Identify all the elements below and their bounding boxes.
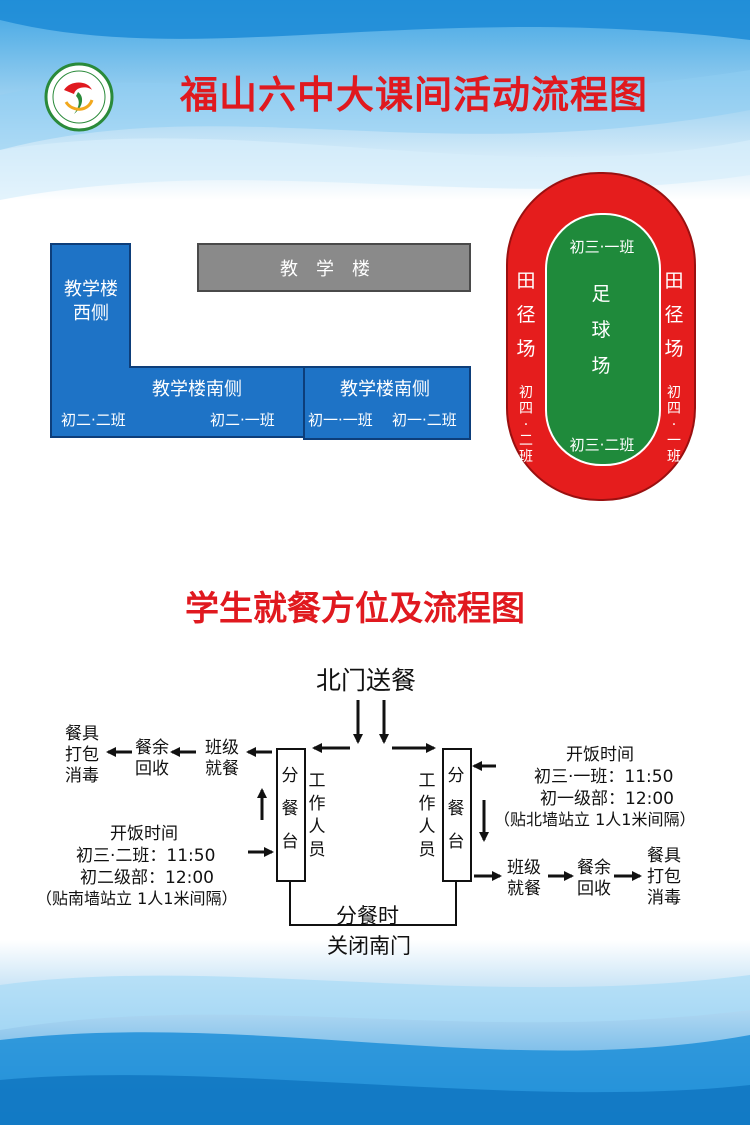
right-schedule-line2: 初一级部：12:00 [540, 789, 674, 809]
south-building-a [50, 368, 306, 438]
south-building-b-label: 教学楼南侧 [340, 379, 430, 400]
building-outline [129, 243, 131, 368]
right-schedule-heading: 开饭时间 [566, 745, 634, 765]
right-dish-disinfect: 餐具 打包 消毒 [647, 846, 681, 908]
left-staff-label: 工 作 人 员 [308, 771, 326, 860]
right-staff-label: 工 作 人 员 [418, 771, 436, 860]
west-building [50, 243, 131, 371]
building-outline [129, 366, 304, 368]
main-building: 教学楼 [197, 243, 471, 292]
south-building-b [303, 366, 471, 440]
left-schedule-line1: 初三·二班：11:50 [76, 846, 216, 866]
left-class-dine: 班级 就餐 [205, 738, 239, 779]
class-label: 初一·一班 [308, 411, 373, 429]
football-field [545, 213, 661, 466]
track-left-class: 初 四 · 二 班 [519, 385, 533, 465]
field-top-class: 初三·一班 [569, 238, 635, 256]
left-schedule-line2: 初二级部：12:00 [80, 868, 214, 888]
track-right-class: 初 四 · 一 班 [667, 385, 681, 465]
class-label: 初二·二班 [61, 411, 126, 429]
south-building-a-label: 教学楼南侧 [152, 379, 242, 400]
right-serving-table [442, 748, 472, 882]
south-gate-line2: 关闭南门 [327, 934, 411, 958]
left-schedule-note: （贴南墙站立 1人1米间隔） [36, 889, 238, 908]
school-logo [44, 62, 114, 132]
track-right-label: 田 径 场 [664, 270, 684, 360]
right-schedule-line1: 初三·一班：11:50 [534, 767, 674, 787]
main-building-label: 教学楼 [280, 258, 388, 280]
class-label: 初二·一班 [210, 411, 275, 429]
south-gate-line1: 分餐时 [336, 904, 399, 928]
left-serving-label: 分 餐 台 [281, 766, 299, 852]
field-label: 足 球 场 [591, 283, 611, 377]
right-leftover: 餐余 回收 [577, 858, 611, 899]
left-dish-disinfect: 餐具 打包 消毒 [65, 724, 99, 786]
north-gate-label: 北门送餐 [316, 666, 417, 695]
page-title: 福山六中大课间活动流程图 [180, 73, 649, 117]
flow-title: 学生就餐方位及流程图 [185, 589, 525, 629]
right-serving-label: 分 餐 台 [447, 766, 465, 852]
west-building-label: 教学楼 西侧 [64, 279, 118, 324]
right-class-dine: 班级 就餐 [507, 858, 541, 899]
right-schedule-note: （贴北墙站立 1人1米间隔） [494, 810, 696, 829]
class-label: 初一·二班 [392, 411, 457, 429]
left-leftover: 餐余 回收 [135, 738, 169, 779]
left-serving-table [276, 748, 306, 882]
field-bottom-class: 初三·二班 [569, 436, 635, 454]
left-schedule-heading: 开饭时间 [110, 824, 178, 844]
track-left-label: 田 径 场 [516, 270, 536, 360]
